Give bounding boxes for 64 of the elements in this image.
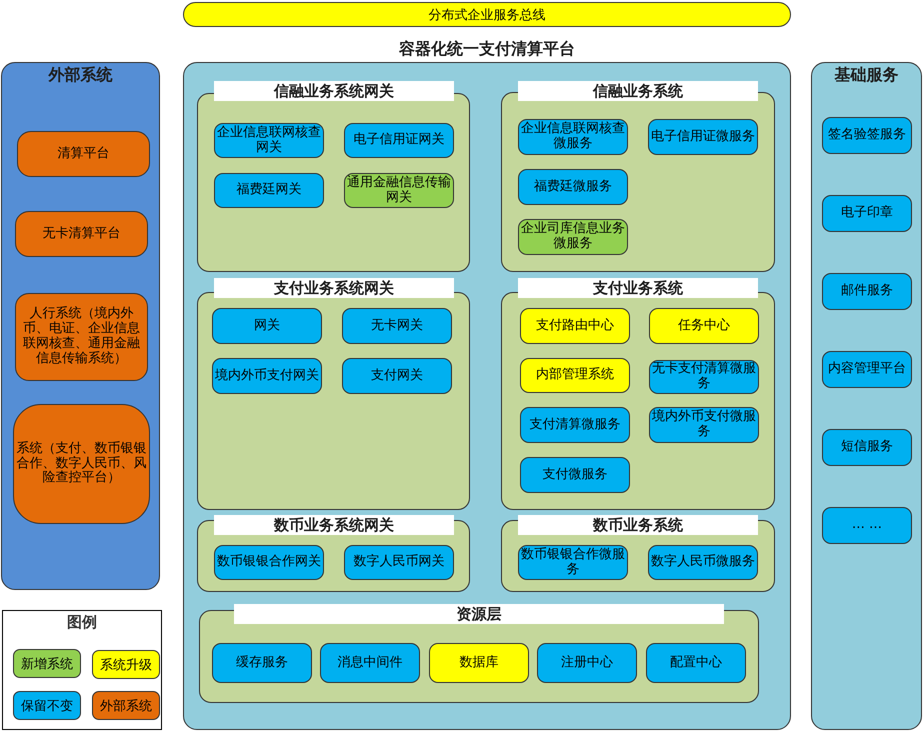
legend-key: 系统升级 bbox=[92, 650, 160, 679]
group-panel bbox=[501, 278, 775, 510]
component-box: 网关 bbox=[212, 308, 322, 344]
platform-panel bbox=[183, 38, 791, 730]
bus-bar: 分布式企业服务总线 bbox=[183, 2, 791, 27]
component-box: 通用金融信息传输网关 bbox=[344, 173, 454, 208]
component-box: 人行系统（境内外币、电证、企业信息联网核查、通用金融信息传输系统） bbox=[15, 293, 148, 381]
panel-title: 信融业务系统网关 bbox=[214, 81, 454, 101]
legend-key: 保留不变 bbox=[13, 691, 81, 720]
system-panel bbox=[811, 62, 922, 730]
component-box: 短信服务 bbox=[822, 429, 912, 466]
component-box: 内部管理系统 bbox=[520, 358, 630, 393]
panel-title: 支付业务系统网关 bbox=[214, 278, 454, 298]
panel-title: 信融业务系统 bbox=[518, 81, 758, 101]
component-box: 福费廷微服务 bbox=[518, 169, 628, 205]
legend-title: 图例 bbox=[66, 613, 98, 632]
group-panel bbox=[197, 278, 470, 510]
legend-key: 新增系统 bbox=[13, 649, 81, 678]
component-box: 企业信息联网核查微服务 bbox=[518, 119, 628, 155]
component-box: 支付微服务 bbox=[520, 457, 630, 493]
component-box: 电子印章 bbox=[822, 195, 912, 232]
component-box: 无卡支付清算微服务 bbox=[649, 360, 759, 394]
component-box: 注册中心 bbox=[537, 643, 637, 683]
component-box: 支付路由中心 bbox=[520, 308, 630, 344]
group-panel bbox=[199, 604, 759, 703]
component-box: 境内外币支付网关 bbox=[212, 358, 322, 394]
component-box: 签名验签服务 bbox=[822, 117, 912, 154]
legend-key: 外部系统 bbox=[92, 691, 160, 720]
component-box: 数字人民币网关 bbox=[344, 545, 454, 580]
component-box: 数字人民币微服务 bbox=[648, 545, 758, 580]
component-box: 无卡网关 bbox=[342, 308, 452, 344]
group-panel bbox=[501, 515, 775, 592]
component-box: 福费廷网关 bbox=[214, 173, 324, 208]
component-box: 无卡清算平台 bbox=[15, 211, 148, 257]
component-box: 境内外币支付微服务 bbox=[649, 407, 759, 443]
component-box: 电子信用证网关 bbox=[344, 123, 454, 158]
component-box: 任务中心 bbox=[649, 308, 759, 344]
component-box: 企业信息联网核查网关 bbox=[214, 123, 324, 158]
component-box: 支付网关 bbox=[342, 358, 452, 394]
component-box: 缓存服务 bbox=[212, 643, 312, 683]
group-panel bbox=[501, 81, 775, 272]
component-box: 企业司库信息业务微服务 bbox=[518, 219, 628, 255]
component-box: 内容管理平台 bbox=[822, 351, 912, 388]
panel-title: 基础服务 bbox=[834, 65, 900, 86]
panel-title: 支付业务系统 bbox=[518, 278, 758, 298]
panel-title: 资源层 bbox=[234, 604, 724, 624]
group-panel bbox=[197, 515, 470, 592]
component-box: 消息中间件 bbox=[320, 643, 420, 683]
component-box: 清算平台 bbox=[17, 131, 150, 177]
component-box: 系统（支付、数币银银合作、数字人民币、风险查控平台） bbox=[13, 404, 150, 524]
panel-title: 数币业务系统网关 bbox=[214, 515, 454, 535]
system-panel bbox=[1, 62, 160, 590]
group-panel bbox=[197, 81, 470, 272]
component-box: 支付清算微服务 bbox=[520, 407, 630, 443]
component-box: 邮件服务 bbox=[822, 273, 912, 310]
platform-title: 容器化统一支付清算平台 bbox=[398, 38, 576, 60]
component-box: … … bbox=[822, 507, 912, 544]
component-box: 电子信用证微服务 bbox=[648, 119, 758, 155]
panel-title: 数币业务系统 bbox=[518, 515, 758, 535]
component-box: 数据库 bbox=[429, 643, 529, 683]
component-box: 配置中心 bbox=[646, 643, 746, 683]
panel-title: 外部系统 bbox=[47, 65, 114, 86]
component-box: 数币银银合作网关 bbox=[214, 545, 324, 580]
component-box: 数币银银合作微服务 bbox=[518, 545, 628, 580]
